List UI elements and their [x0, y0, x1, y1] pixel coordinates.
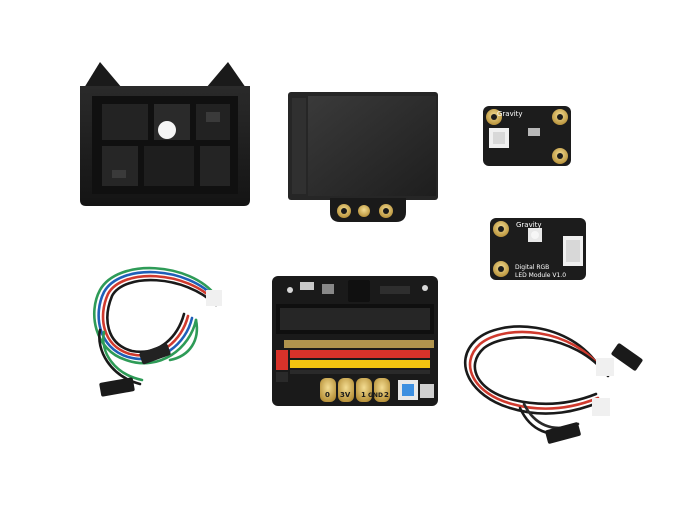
sensor-board-icon: Gravity	[483, 106, 571, 166]
pin-label-3v: 3V	[340, 391, 351, 399]
right-cable-white-connector-1	[596, 358, 614, 376]
left-cable-white-connector	[206, 290, 222, 306]
left-cable-black-connector-2	[139, 343, 171, 365]
rgb-brand-label: Gravity	[516, 221, 542, 229]
pin-label-1: 1	[361, 391, 366, 399]
pin-label-0: 0	[325, 391, 330, 399]
right-cable-black-connector-2	[545, 422, 581, 444]
cat-ear-case-icon	[80, 62, 250, 206]
left-cable-black-connector	[99, 377, 135, 397]
yellow-header-row	[290, 360, 430, 368]
rgb-title-line2: LED Module V1.0	[515, 272, 566, 279]
rgb-led-board-icon: Gravity Digital RGB LED Module V1.0	[490, 218, 586, 280]
pin-label-gnd: GND	[368, 392, 383, 399]
black-cable-icon	[464, 325, 610, 436]
screen-module-icon	[288, 92, 438, 222]
sensor-brand-label: Gravity	[497, 110, 523, 118]
red-header-row	[290, 350, 430, 358]
rgb-cable-icon	[92, 266, 218, 386]
pin-label-2: 2	[384, 391, 389, 399]
right-cable-white-connector-2	[592, 398, 610, 416]
right-cable-black-connector-1	[611, 343, 643, 371]
rgb-title-line1: Digital RGB	[515, 264, 549, 271]
expansion-board-icon: 0 3V 1 GND 2	[272, 276, 438, 406]
